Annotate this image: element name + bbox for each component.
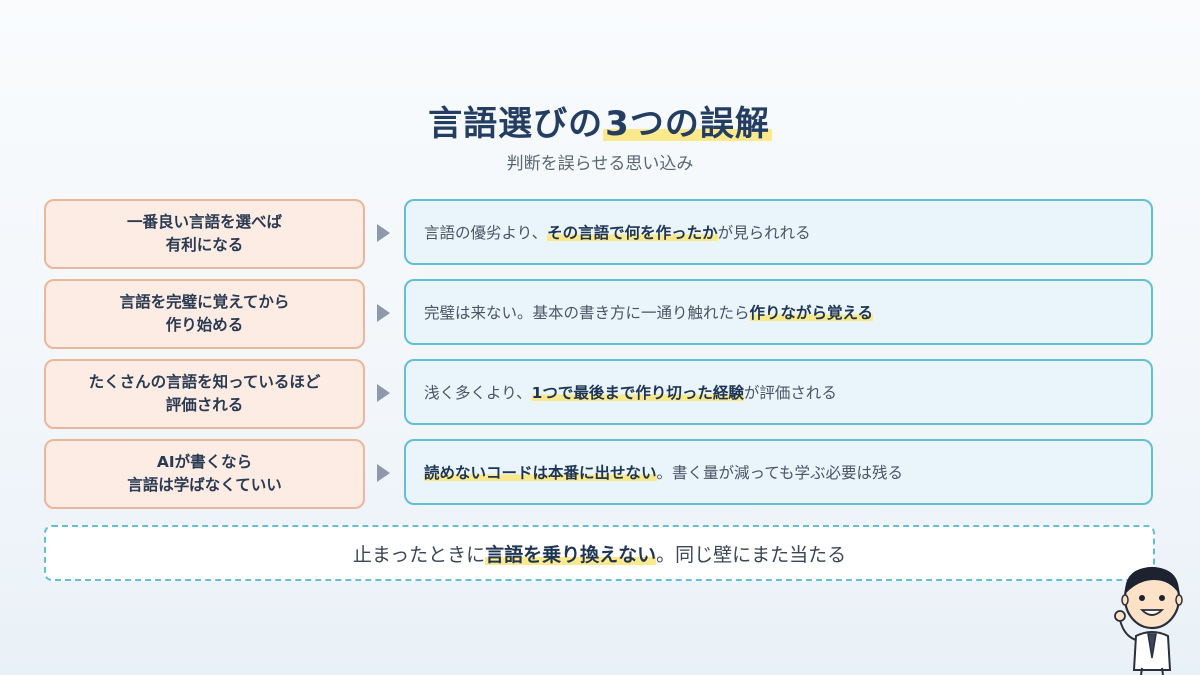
triangle-right-icon: [377, 384, 390, 402]
misconception-row-1: 一番良い言語を選べば 有利になる 言語の優劣より、その言語で何を作ったかが見られ…: [0, 199, 1200, 269]
truth-card: 浅く多くより、1つで最後まで作り切った経験が評価される: [404, 359, 1153, 425]
slide-subtitle: 判断を誤らせる思い込み: [506, 154, 694, 174]
misconception-line: 一番良い言語を選べば: [126, 212, 282, 231]
triangle-right-icon: [377, 224, 390, 242]
truth-card: 言語の優劣より、その言語で何を作ったかが見られれる: [404, 199, 1153, 265]
misconception-line: AIが書くなら: [156, 452, 253, 471]
summary-text: 。同じ壁にまた当たる: [656, 543, 847, 566]
truth-text: 。書く量が減っても学ぶ必要は残る: [656, 464, 903, 482]
misconception-line: 有利になる: [165, 236, 244, 254]
misconception-row-3: たくさんの言語を知っているほど 評価される 浅く多くより、1つで最後まで作り切っ…: [0, 359, 1200, 429]
misconception-card: 言語を完璧に覚えてから 作り始める: [44, 279, 365, 349]
summary-text: 止まったときに: [352, 543, 486, 566]
misconception-line: 言語を完璧に覚えてから: [119, 292, 290, 311]
truth-highlight: 1つで最後まで作り切った経験: [531, 384, 744, 402]
truth-text: が見られれる: [717, 224, 811, 242]
truth-text: 浅く多くより、: [424, 384, 532, 402]
triangle-right-icon: [377, 304, 390, 322]
truth-card: 読めないコードは本番に出せない。書く量が減っても学ぶ必要は残る: [404, 439, 1153, 505]
summary-box: 止まったときに言語を乗り換えない。同じ壁にまた当たる: [44, 525, 1155, 581]
truth-highlight: 作りながら覚える: [749, 304, 874, 322]
truth-highlight: その言語で何を作ったか: [547, 224, 718, 242]
truth-highlight: 読めないコードは本番に出せない: [424, 464, 657, 482]
triangle-right-icon: [377, 464, 390, 482]
misconception-card: AIが書くなら 言語は学ばなくていい: [44, 439, 365, 509]
misconception-line: 評価される: [165, 396, 244, 414]
misconception-line: 言語は学ばなくていい: [127, 476, 282, 494]
misconception-line: たくさんの言語を知っているほど: [88, 372, 321, 391]
businessman-mascot-icon: [1114, 566, 1183, 675]
misconception-row-2: 言語を完璧に覚えてから 作り始める 完璧は来ない。基本の書き方に一通り触れたら作…: [0, 279, 1200, 349]
slide-title: 言語選びの3つの誤解: [0, 96, 1200, 145]
misconception-card: たくさんの言語を知っているほど 評価される: [44, 359, 365, 429]
truth-text: 完璧は来ない。基本の書き方に一通り触れたら: [424, 304, 750, 322]
misconception-line: 作り始める: [165, 316, 244, 334]
truth-card: 完璧は来ない。基本の書き方に一通り触れたら作りながら覚える: [404, 279, 1153, 345]
misconception-card: 一番良い言語を選べば 有利になる: [44, 199, 365, 269]
truth-text: が評価される: [743, 384, 837, 402]
truth-text: 言語の優劣より、: [424, 224, 548, 242]
summary-highlight: 言語を乗り換えない: [485, 543, 657, 566]
title-highlight: 3つの誤解: [603, 104, 772, 144]
misconception-row-4: AIが書くなら 言語は学ばなくていい 読めないコードは本番に出せない。書く量が減…: [0, 439, 1200, 509]
title-main: 言語選びの: [428, 104, 604, 144]
